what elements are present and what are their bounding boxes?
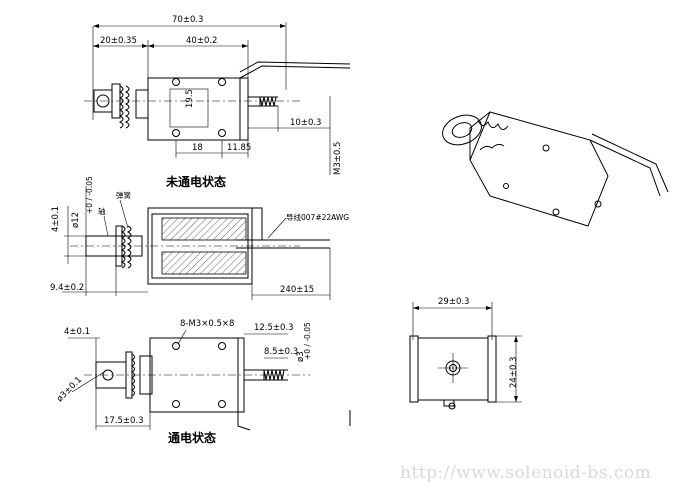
label-wire: 导线007#22AWG xyxy=(286,212,349,222)
dim-end-height: 24±0.3 xyxy=(509,357,519,388)
dim-overall: 70±0.3 xyxy=(172,15,203,25)
dim-edge: 11.85 xyxy=(227,143,251,153)
dim-bottom-top: 4±0.1 xyxy=(64,327,90,337)
caption-deenergized: 未通电状态 xyxy=(165,174,226,189)
dim-hole-spacing: 18 xyxy=(192,143,203,153)
dim-wire-length: 240±15 xyxy=(280,285,314,295)
dim-tail: 10±0.3 xyxy=(290,118,321,128)
dim-height: 19.5 xyxy=(185,89,195,108)
dim-diameter-tol: +0 / -0.05 xyxy=(85,176,94,214)
dim-end-width: 29±0.3 xyxy=(438,297,469,307)
middle-view: 弹簧 轴 导线007#22AWG 4±0.1 ø12 +0 / -0.05 9.… xyxy=(50,176,349,300)
dim-mid-height: 4±0.1 xyxy=(51,206,61,232)
top-view: 70±0.3 20±0.35 40±0.2 19.5 xyxy=(84,15,351,189)
bottom-view: 8-M3×0.5×8 12.5±0.3 8.5±0.3 ø3 +0 / -0.0… xyxy=(55,319,351,445)
dim-bottom-tail: 12.5±0.3 xyxy=(254,323,294,333)
dim-thread-len: 8.5±0.3 xyxy=(264,347,298,357)
label-shaft: 轴 xyxy=(98,206,106,216)
end-view: 29±0.3 24±0.3 xyxy=(409,297,522,410)
dim-thread-tol: +0 / -0.05 xyxy=(303,322,312,360)
isometric-view xyxy=(442,111,669,227)
dim-bottom-left: 17.5±0.3 xyxy=(104,416,144,426)
dim-thread-dia: ø3 xyxy=(296,351,306,362)
watermark: http://www.solenoid-bs.com xyxy=(400,463,651,483)
dim-screws: 8-M3×0.5×8 xyxy=(180,319,234,329)
caption-energized: 通电状态 xyxy=(168,430,216,445)
dim-mid-left: 9.4±0.2 xyxy=(50,283,84,293)
dim-body: 40±0.2 xyxy=(186,36,217,46)
label-spring: 弹簧 xyxy=(116,190,131,200)
dim-pin: ø3±0.1 xyxy=(55,375,84,404)
dim-left: 20±0.35 xyxy=(100,36,137,46)
dim-thread: M3±0.5 xyxy=(333,142,343,175)
dim-diameter: ø12 xyxy=(71,212,81,228)
